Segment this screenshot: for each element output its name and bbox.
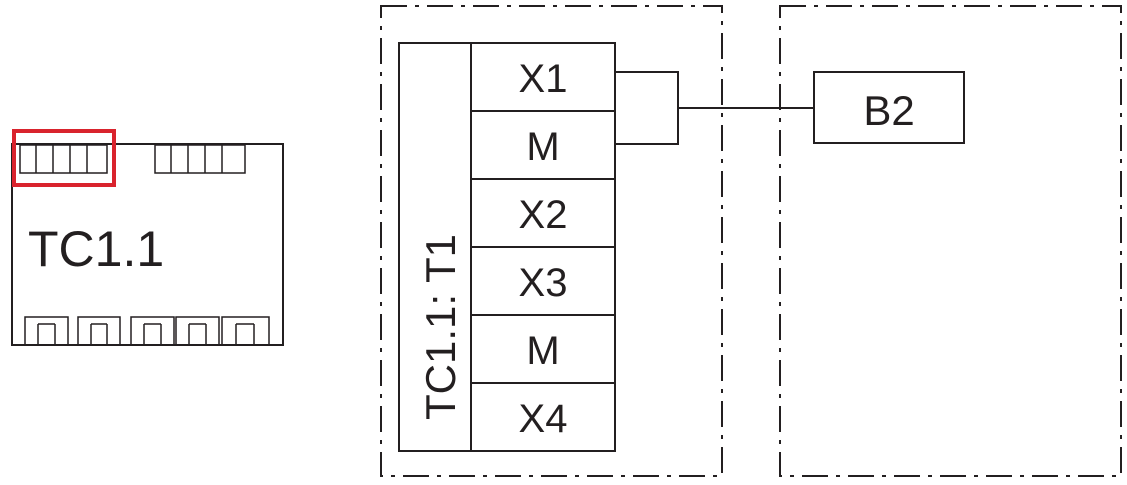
top-connector-right: [154, 144, 246, 174]
bottom-connector-2: [77, 316, 121, 346]
device-b2-box: [813, 71, 965, 144]
wiring: [615, 71, 814, 145]
terminal-block-title: TC1.1: T1: [417, 234, 464, 420]
terminal-m-1: M: [526, 125, 559, 169]
terminal-x1: X1: [519, 57, 568, 101]
terminal-x3: X3: [519, 261, 568, 305]
bottom-connectors: [24, 316, 270, 346]
enclosures: [380, 5, 1122, 477]
terminal-x4: X4: [519, 397, 568, 441]
bottom-connector-5: [221, 316, 270, 346]
bottom-connector-3: [130, 316, 175, 346]
device-b2-label: B2: [863, 87, 914, 134]
terminal-block: [398, 42, 616, 452]
wire-m: [615, 108, 679, 145]
top-connector-left: [19, 144, 108, 174]
terminal-m-2: M: [526, 329, 559, 373]
bottom-connector-1: [24, 316, 69, 346]
enclosure-controller: [380, 5, 723, 477]
wire-x1: [615, 71, 679, 108]
module-overview: [11, 143, 284, 346]
bottom-connector-4: [175, 316, 220, 346]
enclosure-field: [779, 5, 1122, 477]
module-name: TC1.1: [28, 221, 164, 277]
terminal-labels: X1 M X2 X3 M X4: [519, 57, 568, 441]
terminal-x2: X2: [519, 193, 568, 237]
highlight-box: [12, 129, 116, 187]
